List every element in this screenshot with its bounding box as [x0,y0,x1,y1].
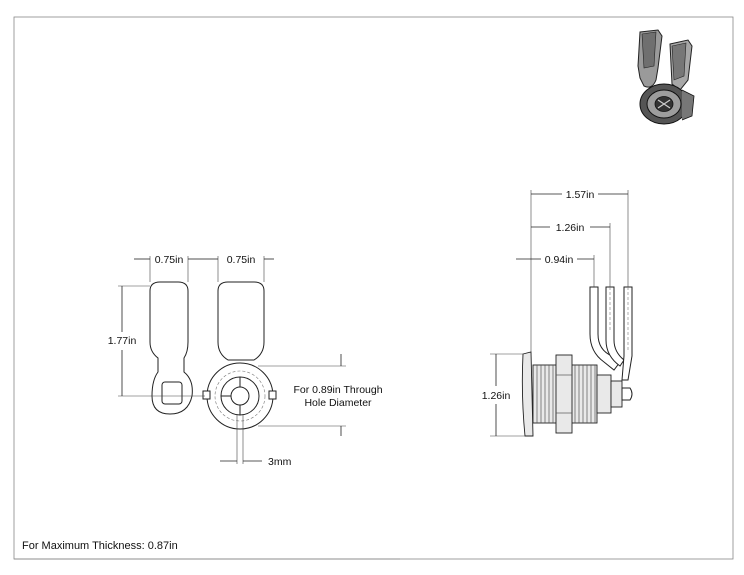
side-nut [555,354,573,434]
dim-slot: 3mm [220,415,292,468]
lock-face [202,362,277,430]
dim-short-length-label: 0.94in [545,254,574,266]
dim-flange-height: 1.26in [482,353,525,437]
iso-thumbnail-lock [637,29,695,125]
key-bow-hole [161,381,183,405]
max-thickness-note: For Maximum Thickness: 0.87in [22,540,178,552]
side-flange [521,351,534,437]
dim-mid-length-label: 1.26in [556,222,585,234]
sheet-border [13,16,734,560]
key-flag-right [217,281,265,361]
dim-flag-width-left: 0.75in [134,254,202,282]
dim-flange-height-label: 1.26in [482,390,511,402]
dim-key-height-label: 1.77in [108,335,137,347]
dim-flag-width-right: 0.75in [202,254,274,282]
dim-short-length: 0.94in [516,254,595,287]
side-view: 1.57in 1.26in 0.94in 1.26in [482,189,633,437]
dim-overall-length: 1.57in [530,189,629,352]
dim-flag-width-left-label: 0.75in [155,254,184,266]
dim-through-hole: For 0.89in Through Hole Diameter [258,354,383,436]
through-hole-note-line2: Hole Diameter [304,397,372,409]
dim-flag-width-right-label: 0.75in [227,254,256,266]
side-cam-arm [589,286,633,381]
through-hole-note-line1: For 0.89in Through [293,384,382,396]
dim-overall-length-label: 1.57in [566,189,595,201]
dim-mid-length: 1.26in [531,222,611,287]
dim-key-height: 1.77in [108,285,205,397]
side-shaft [596,374,612,414]
front-view: 0.75in 0.75in 1.77in For 0.89in Through … [108,254,383,468]
dim-slot-label: 3mm [268,456,292,468]
